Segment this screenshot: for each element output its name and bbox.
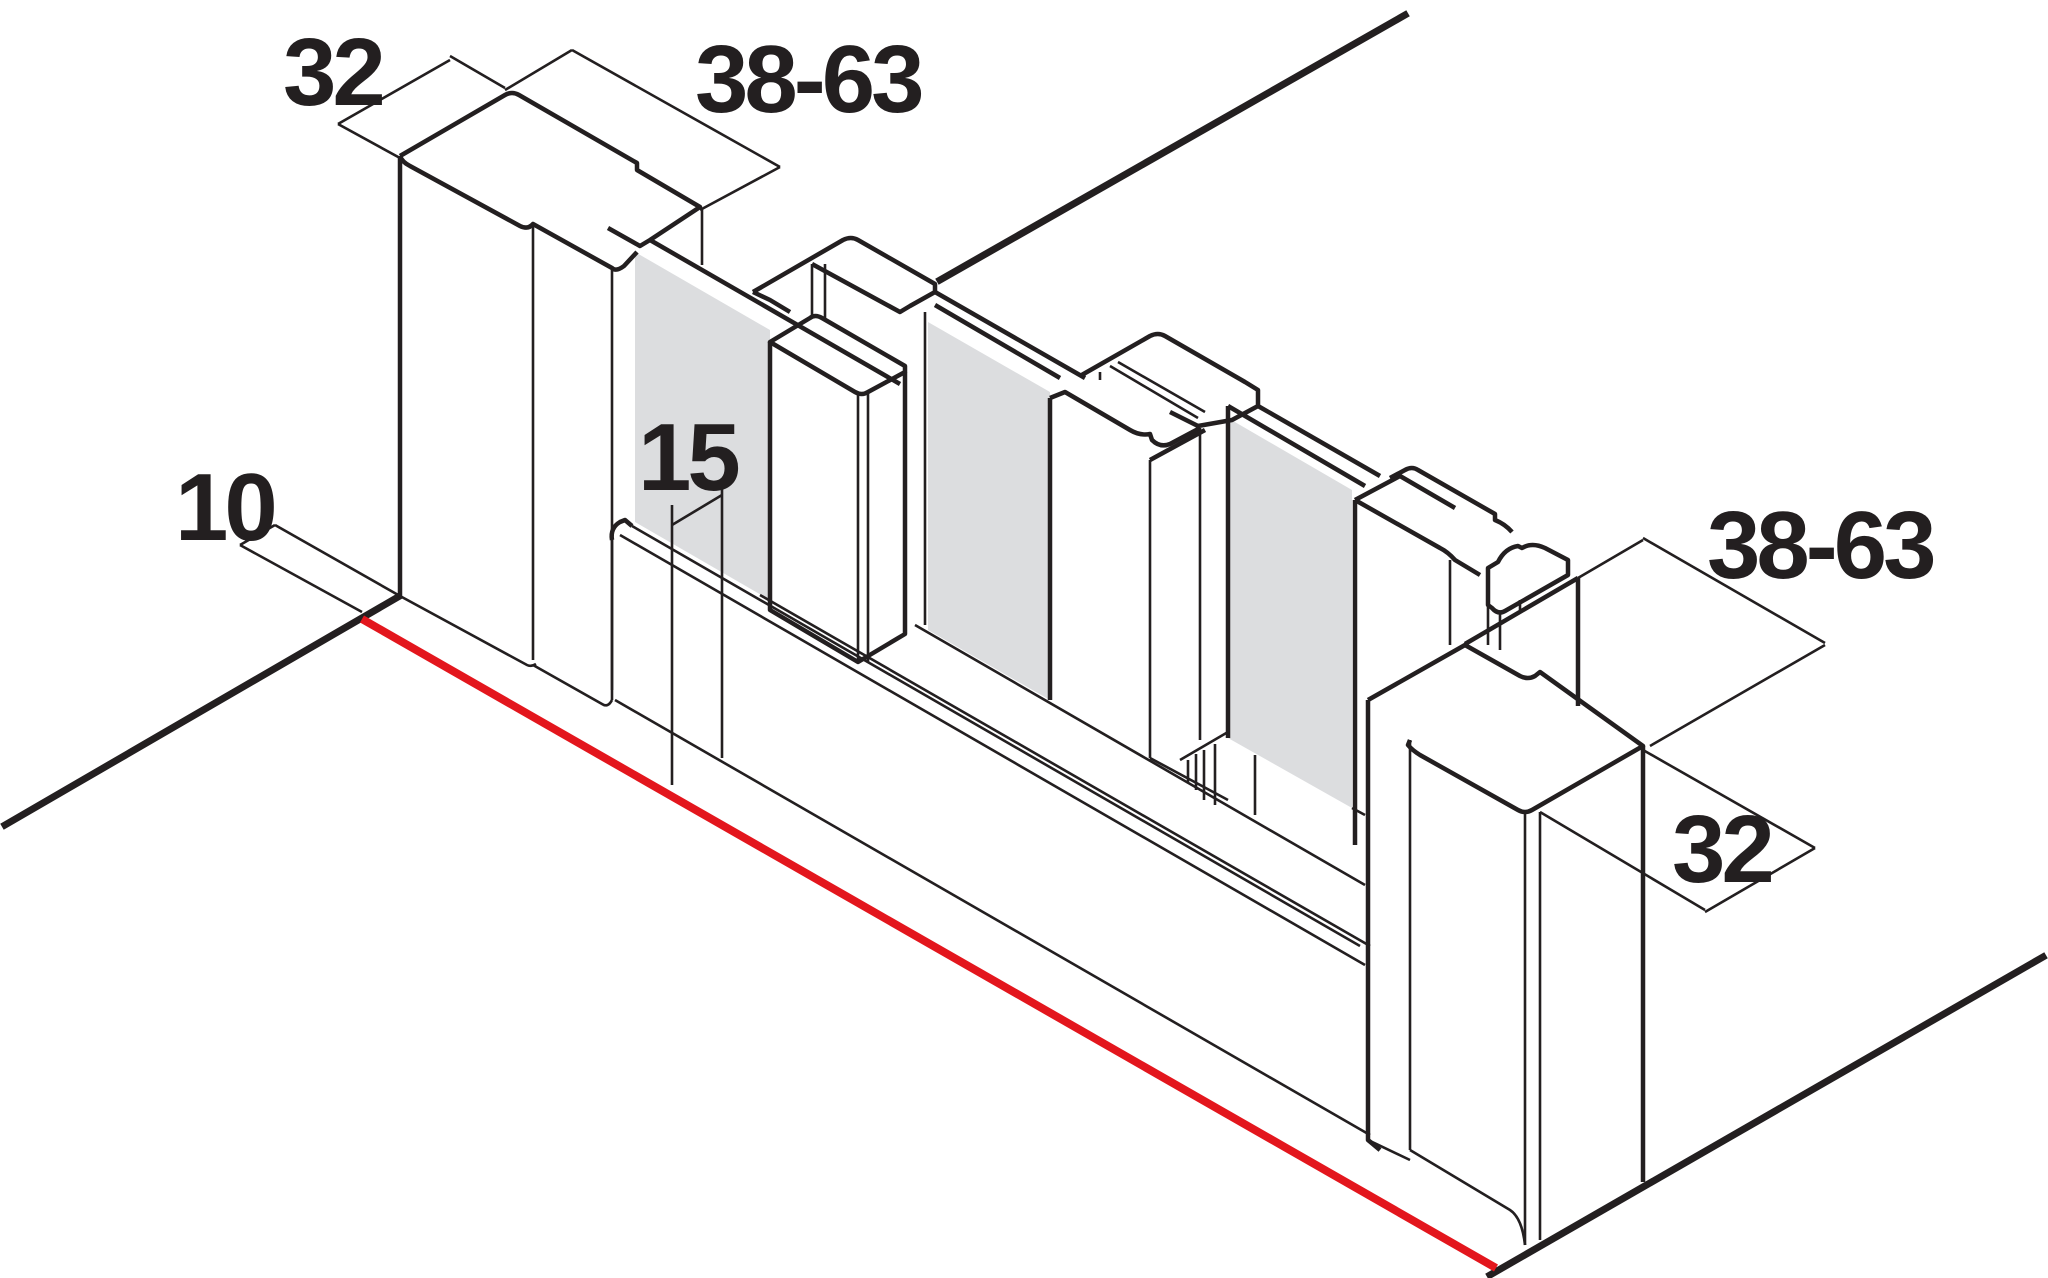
right-wall-line [1485, 952, 2048, 1278]
glass-panel-2 [928, 322, 1050, 700]
back-wall-line [935, 10, 1410, 285]
right-wall-profile [1365, 542, 1646, 1246]
label-middle-gap: 15 [638, 404, 738, 511]
door-leaf-3 [1225, 404, 1514, 845]
door-leaf-2 [648, 238, 1261, 815]
label-top-range: 38-63 [695, 26, 921, 133]
left-wall-profile [397, 90, 704, 707]
door-leaf-1 [751, 235, 938, 665]
glass-panels [635, 252, 1352, 808]
dimension-lines [239, 48, 1826, 914]
label-left-offset: 10 [175, 454, 274, 561]
left-wall-line [0, 592, 403, 830]
label-right-range: 38-63 [1707, 492, 1933, 599]
glass-panel-3 [1228, 418, 1352, 808]
label-right-width: 32 [1672, 796, 1771, 903]
label-top-left-width: 32 [283, 19, 382, 126]
floor-edge-line [360, 615, 1498, 1272]
glass-panel-1 [635, 252, 770, 600]
wall-lines [0, 10, 2048, 1278]
bottom-channel [609, 517, 1371, 1137]
